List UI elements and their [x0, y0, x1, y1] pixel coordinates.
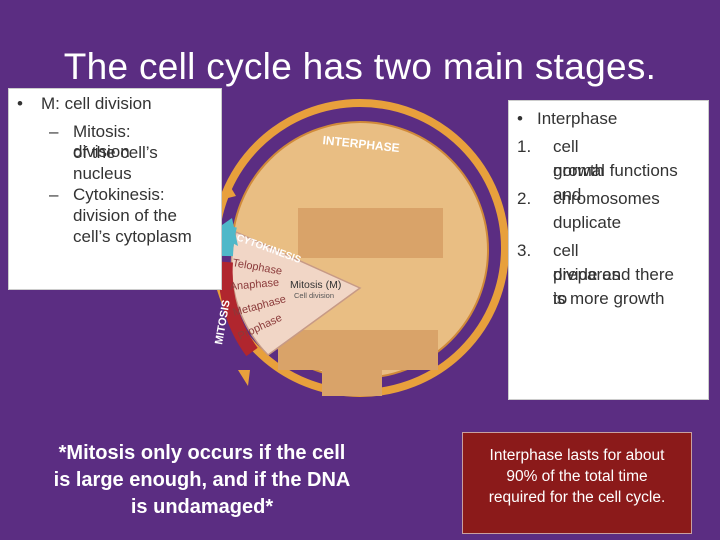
item-1-num: 1. — [517, 137, 532, 156]
mitosis-line-2-row: of the cell’s — [73, 143, 158, 163]
inner-patch-1 — [298, 208, 443, 258]
interphase-duration-text: Interphase lasts for about 90% of the to… — [469, 445, 685, 508]
cytokinesis-line-1: Cytokinesis: — [73, 185, 165, 204]
mitosis-m-label: Mitosis (M) — [290, 279, 341, 291]
inner-patch-2 — [278, 330, 438, 370]
ring-arrow-bottom — [238, 370, 250, 386]
cytokinesis-line-3: cell’s cytoplasm — [73, 227, 192, 246]
note-line-3: is undamaged* — [130, 496, 274, 518]
item-3-num: 3. — [517, 241, 532, 260]
left-text-box: • M: cell division – Mitosis: division of… — [8, 88, 222, 290]
cytokinesis-band-arc — [219, 224, 237, 257]
item-3-line-2: divide and there — [553, 265, 674, 284]
interphase-duration-box: Interphase lasts for about 90% of the to… — [462, 432, 692, 534]
note-line-1: *Mitosis only occurs if the cell — [58, 442, 346, 464]
item-2-line-2-row: duplicate — [553, 211, 621, 235]
item-3-line-1: cell prepares to — [553, 241, 621, 308]
cytokinesis-line-2: division of the — [73, 206, 177, 225]
item-2-num: 2. — [517, 189, 532, 208]
mitosis-line-2: of the cell’s — [73, 143, 158, 162]
item-1-line-2-row: normal functions — [553, 159, 678, 183]
page-title: The cell cycle has two main stages. — [63, 46, 657, 87]
dash-mitosis: – — [49, 122, 59, 141]
left-bullet: • — [17, 94, 23, 113]
item-2-line-2: duplicate — [553, 213, 622, 232]
mitosis-line-1: Mitosis: division — [73, 122, 131, 161]
item-1-line-2: normal functions — [553, 161, 678, 180]
item-2-line-1: chromosomes — [553, 189, 660, 208]
phase-anaphase: Anaphase — [229, 277, 279, 293]
cytokinesis-line-2-row: division of the — [73, 206, 177, 226]
dash-cytokinesis: – — [49, 185, 59, 204]
cytokinesis-line-3-row: cell’s cytoplasm — [73, 227, 192, 247]
inner-patch-3 — [322, 368, 382, 396]
mitosis-condition-note: *Mitosis only occurs if the cell is larg… — [18, 440, 386, 521]
right-heading: Interphase — [537, 109, 618, 128]
cell-division-label: Cell division — [294, 291, 334, 300]
note-line-2: is large enough, and if the DNA — [53, 469, 351, 491]
mitosis-band — [218, 261, 258, 357]
right-bullet: • — [517, 109, 523, 128]
duration-line-3: required for the cell cycle. — [488, 489, 666, 506]
item-3-line-3-row: is more growth — [553, 287, 664, 311]
item-1-line-1: cell growth and — [553, 137, 605, 204]
right-text-box: • Interphase 1. cell growth and normal f… — [508, 100, 709, 400]
duration-line-2: 90% of the total time — [506, 468, 648, 485]
duration-line-1: Interphase lasts for about — [489, 447, 665, 464]
left-heading-row: • M: cell division — [17, 94, 152, 114]
mitosis-line-3: nucleus — [73, 164, 132, 183]
left-heading: M: cell division — [41, 94, 152, 113]
item-3-line-2-row: divide and there — [553, 263, 674, 287]
ring-arrow-top — [220, 186, 236, 200]
item-3-line-3: is more growth — [553, 289, 665, 308]
mitosis-line-3-row: nucleus — [73, 164, 132, 184]
